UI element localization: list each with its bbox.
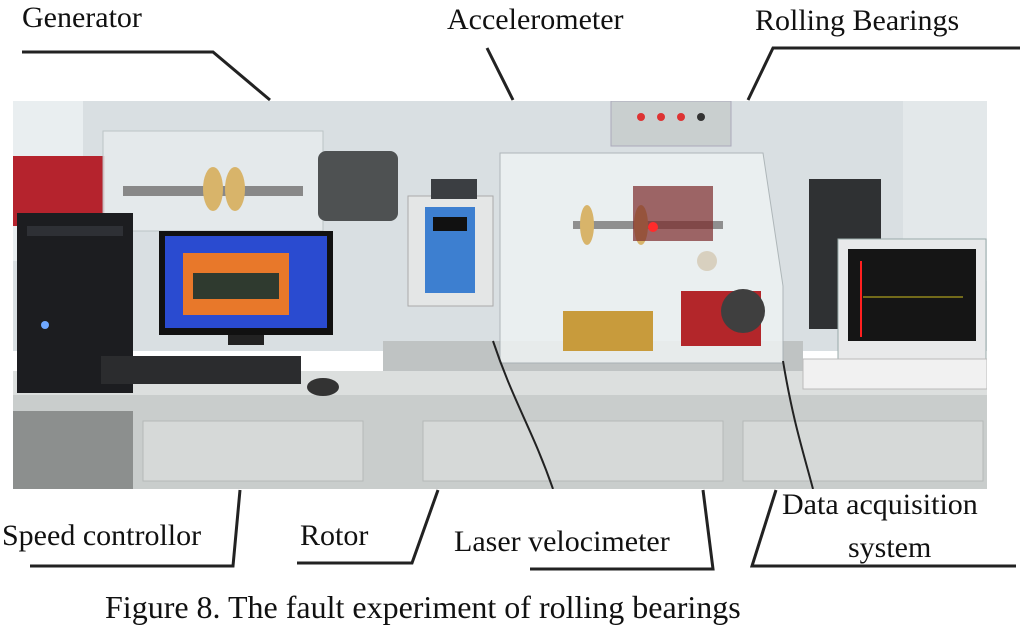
rotor-disk: [580, 205, 594, 245]
leader-speed-controller: [30, 489, 242, 568]
label-laser-velocimeter: Laser velocimeter: [454, 525, 670, 558]
cable: [782, 360, 814, 489]
rotor-mount: [563, 311, 653, 351]
bearing-housing: [633, 186, 713, 241]
wall-control-panel: [610, 101, 732, 147]
label-generator: Generator: [22, 1, 142, 34]
indicator-light: [657, 113, 665, 121]
monitor-stand: [228, 335, 264, 345]
pulley: [721, 289, 765, 333]
power-led: [41, 321, 49, 329]
leader-accelerometer: [485, 47, 515, 101]
drawer: [742, 420, 984, 482]
indicator-light: [697, 113, 705, 121]
experiment-photo: [13, 101, 987, 489]
controller-display: [433, 217, 467, 231]
indicator-light: [637, 113, 645, 121]
dialog-readout: [193, 273, 279, 299]
label-speed-controller: Speed controllor: [2, 519, 202, 552]
leader-generator: [22, 50, 271, 102]
mouse: [307, 378, 339, 396]
accelerometer-sensor: [697, 251, 717, 271]
keyboard-left: [101, 356, 301, 384]
generator-disk: [225, 167, 245, 211]
leader-rolling-bearings: [746, 46, 1020, 101]
drawer: [422, 420, 724, 482]
label-data-acquisition-line2: system: [848, 531, 932, 564]
label-data-acquisition-line1: Data acquisition: [782, 488, 978, 521]
tachometer-display: [431, 179, 477, 199]
drawer: [142, 420, 364, 482]
laptop-keyboard: [802, 358, 987, 390]
leader-rotor: [297, 489, 440, 565]
label-rolling-bearings: Rolling Bearings: [755, 4, 960, 37]
test-rig-illustration: [13, 101, 987, 489]
figure-caption: Figure 8. The fault experiment of rollin…: [105, 589, 741, 625]
generator-disk: [203, 167, 223, 211]
leader-data-acquisition: [749, 489, 1016, 568]
label-rotor: Rotor: [300, 519, 369, 552]
laser-spot: [648, 222, 658, 232]
indicator-light: [677, 113, 685, 121]
leader-laser-velocimeter: [530, 489, 715, 571]
generator-motor: [318, 151, 398, 221]
drive-bay: [27, 226, 123, 236]
cable: [492, 340, 554, 489]
laptop-screen: [848, 249, 976, 341]
label-accelerometer: Accelerometer: [447, 3, 624, 36]
dark-cabinet: [13, 411, 133, 489]
